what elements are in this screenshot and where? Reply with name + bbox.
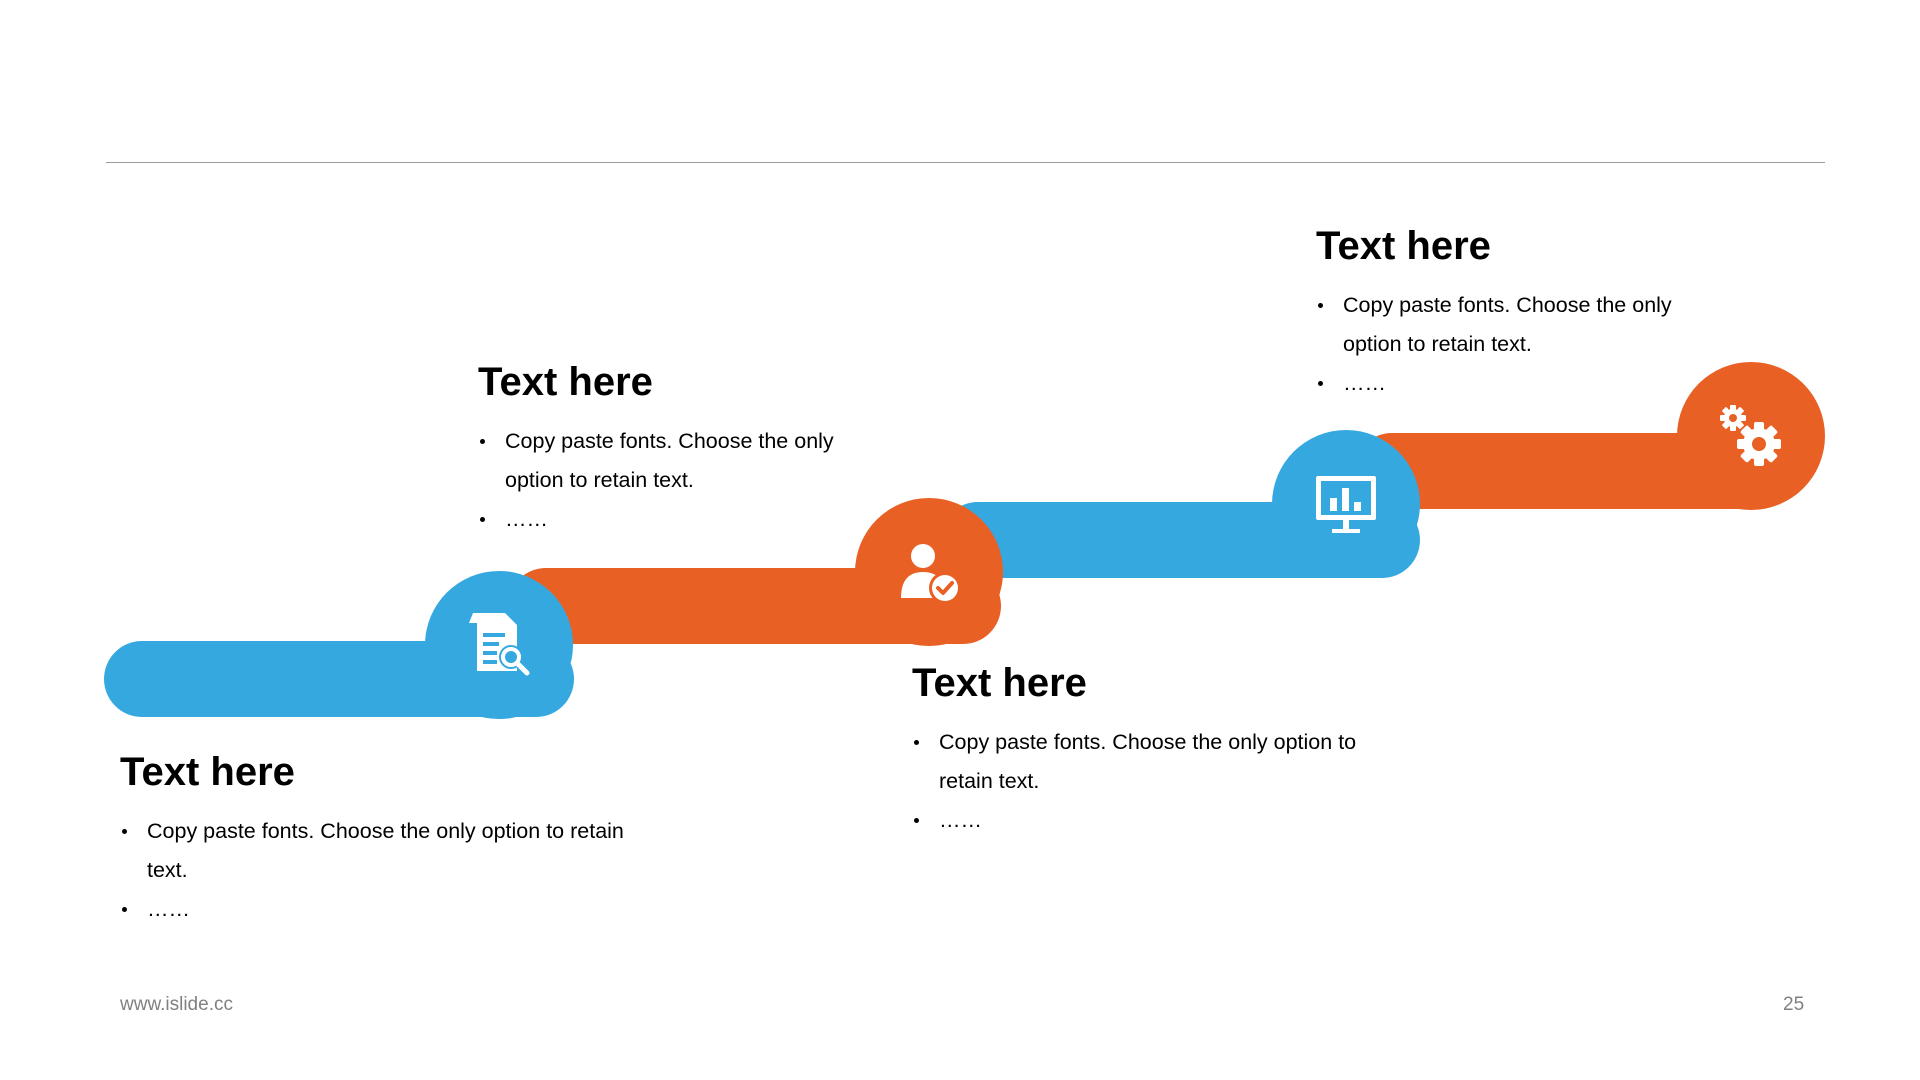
step-4-text: Text here Copy paste fonts. Choose the o…: [1316, 226, 1716, 403]
step-3-circle: [1272, 430, 1420, 578]
step-2-bullets: Copy paste fonts. Choose the only option…: [478, 422, 878, 539]
presentation-chart-icon: [1316, 476, 1376, 533]
header-divider: [106, 162, 1825, 163]
footer-url: www.islide.cc: [120, 994, 233, 1015]
page-number: 25: [1783, 994, 1805, 1015]
step-4-bullet-2: ……: [1316, 364, 1716, 403]
step-1-bullet-1: Copy paste fonts. Choose the only option…: [120, 812, 640, 890]
user-check-icon: [901, 544, 961, 604]
step-3-title: Text here: [912, 661, 1087, 705]
step-1-text: Text here Copy paste fonts. Choose the o…: [120, 752, 640, 929]
document-search-icon: [469, 613, 530, 676]
step-3-text: Text here Copy paste fonts. Choose the o…: [912, 663, 1412, 840]
step-1-bullets: Copy paste fonts. Choose the only option…: [120, 812, 640, 929]
step-3-bullets: Copy paste fonts. Choose the only option…: [912, 723, 1412, 840]
step-3-bullet-2: ……: [912, 801, 1412, 840]
step-1-bullet-2: ……: [120, 890, 640, 929]
step-4-bullets: Copy paste fonts. Choose the only option…: [1316, 286, 1716, 403]
step-1-circle: [425, 571, 573, 719]
step-4-title: Text here: [1316, 224, 1491, 268]
step-2-text: Text here Copy paste fonts. Choose the o…: [478, 362, 878, 539]
gears-icon: [1720, 405, 1781, 466]
step-1-title: Text here: [120, 750, 295, 794]
step-4-bullet-1: Copy paste fonts. Choose the only option…: [1316, 286, 1716, 364]
step-3-bullet-1: Copy paste fonts. Choose the only option…: [912, 723, 1412, 801]
step-2-bullet-1: Copy paste fonts. Choose the only option…: [478, 422, 878, 500]
step-4-circle: [1677, 362, 1825, 510]
step-2-circle: [855, 498, 1003, 646]
step-2-bullet-2: ……: [478, 500, 878, 539]
step-2-title: Text here: [478, 360, 653, 404]
